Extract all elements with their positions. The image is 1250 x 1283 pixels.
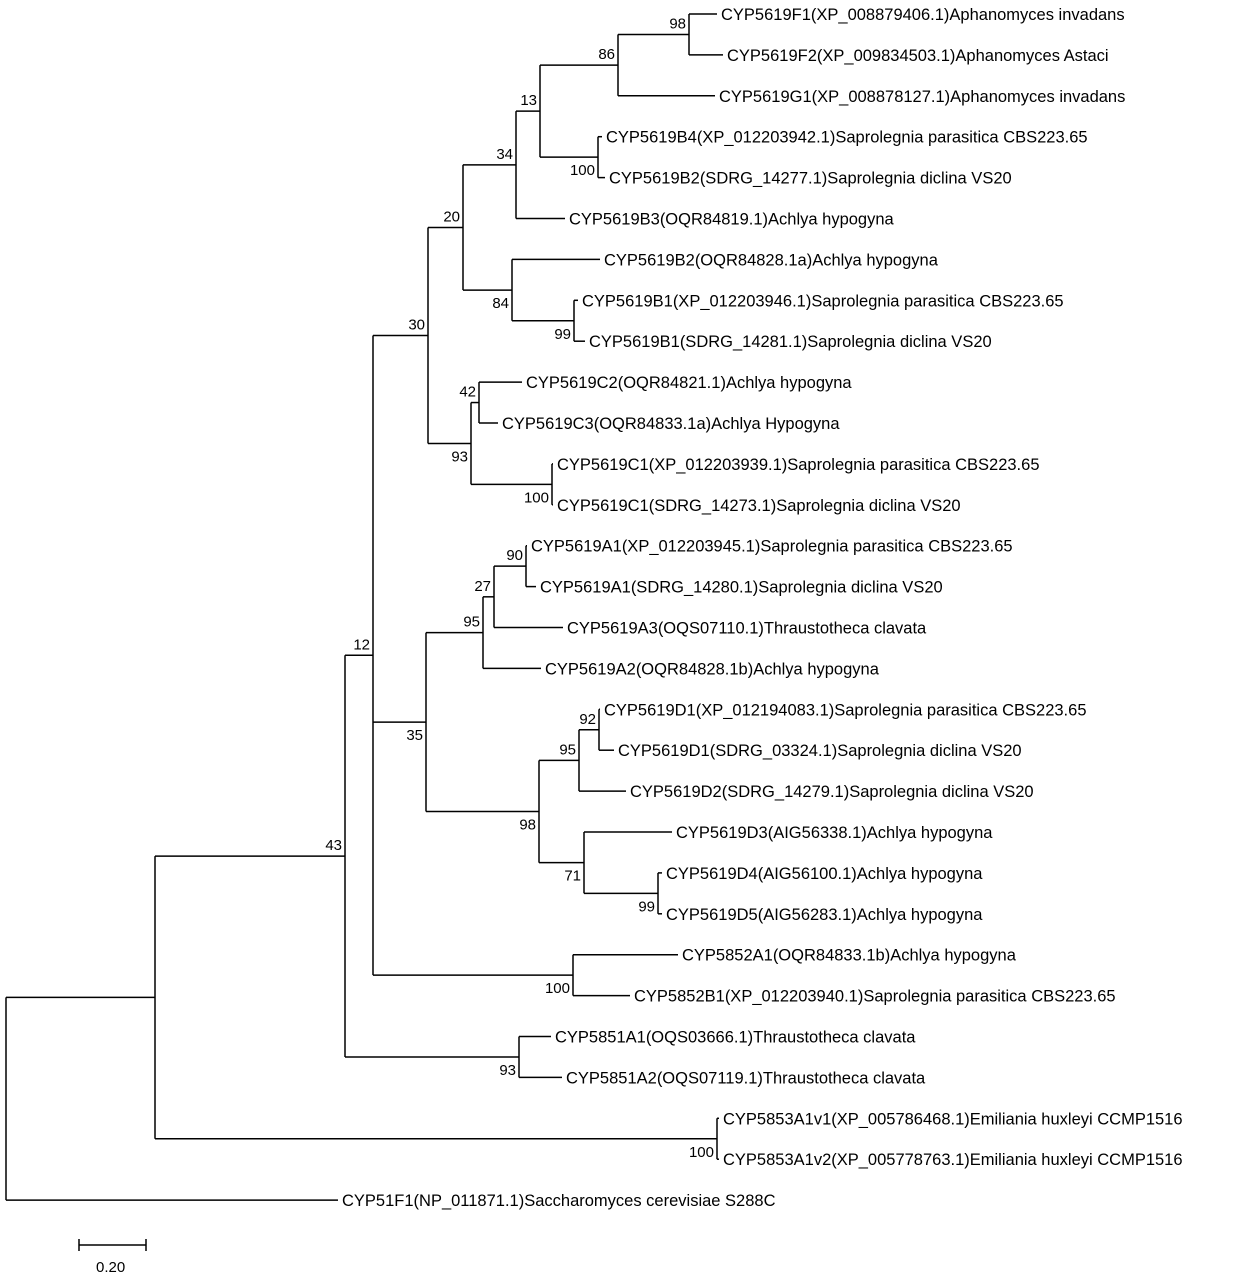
- leaf-label-b2a: CYP5619B2(OQR84828.1a)Achlya hypogyna: [604, 251, 939, 269]
- bootstrap-c5852: 100: [545, 980, 570, 997]
- bootstrap-d345: 71: [564, 868, 581, 885]
- leaf-label-d3: CYP5619D3(AIG56338.1)Achlya hypogyna: [676, 824, 993, 842]
- bootstrap-c5853: 100: [689, 1144, 714, 1161]
- leaf-label-d5: CYP5619D5(AIG56283.1)Achlya hypogyna: [666, 906, 983, 924]
- leaf-label-d2: CYP5619D2(SDRG_14279.1)Saprolegnia dicli…: [630, 783, 1034, 801]
- leaf-label-f2: CYP5619F2(XP_009834503.1)Aphanomyces Ast…: [727, 47, 1109, 65]
- bootstrap-fb: 13: [520, 92, 537, 109]
- bootstrap-agroup: 95: [463, 614, 480, 631]
- leaf-label-d1b: CYP5619D1(SDRG_03324.1)Saprolegnia dicli…: [618, 742, 1022, 760]
- leaf-label-b4: CYP5619B4(XP_012203942.1)Saprolegnia par…: [606, 129, 1088, 147]
- leaf-label-b3: CYP5619B3(OQR84819.1)Achlya hypogyna: [569, 211, 895, 229]
- leaf-label-f1: CYP5619F1(XP_008879406.1)Aphanomyces inv…: [721, 6, 1125, 24]
- leaf-label-b1b: CYP5619B1(SDRG_14281.1)Saprolegnia dicli…: [589, 333, 992, 351]
- bootstrap-values: 9886100133499842042100933090279592959971…: [325, 15, 714, 1160]
- tree-branches: [5, 13, 723, 1201]
- leaf-label-b5851: CYP5851A2(OQS07119.1)Thraustotheca clava…: [566, 1069, 926, 1087]
- bootstrap-c23: 42: [459, 384, 476, 401]
- bootstrap-dgroup: 98: [519, 817, 536, 834]
- leaf-label-d4: CYP5619D4(AIG56100.1)Achlya hypogyna: [666, 865, 983, 883]
- scale-bar: 0.20: [78, 1239, 147, 1276]
- leaf-label-g1: CYP5619G1(XP_008878127.1)Aphanomyces inv…: [719, 88, 1125, 106]
- bootstrap-bgroup: 34: [496, 146, 513, 163]
- bootstrap-d1: 92: [579, 711, 596, 728]
- leaf-label-v1: CYP5853A1v1(XP_005786468.1)Emiliania hux…: [723, 1110, 1183, 1128]
- leaf-label-s288c: CYP51F1(NP_011871.1)Saccharomyces cerevi…: [342, 1192, 776, 1210]
- leaf-label-b2: CYP5619B2(SDRG_14277.1)Saprolegnia dicli…: [609, 170, 1012, 188]
- bootstrap-c1: 100: [524, 489, 549, 506]
- bootstrap-fg: 86: [598, 46, 615, 63]
- leaf-label-a1b: CYP5619A1(SDRG_14280.1)Saprolegnia dicli…: [540, 579, 943, 597]
- bootstrap-main: 12: [353, 636, 370, 653]
- leaf-label-c2: CYP5619C2(OQR84821.1)Achlya hypogyna: [526, 374, 852, 392]
- leaf-label-c3: CYP5619C3(OQR84833.1a)Achlya Hypogyna: [502, 415, 840, 433]
- leaf-label-c1a: CYP5619C1(XP_012203939.1)Saprolegnia par…: [557, 456, 1040, 474]
- bootstrap-c5851: 93: [499, 1062, 516, 1079]
- leaf-label-b5852: CYP5852B1(XP_012203940.1)Saprolegnia par…: [634, 988, 1116, 1006]
- leaf-label-v2: CYP5853A1v2(XP_005778763.1)Emiliania hux…: [723, 1151, 1183, 1169]
- bootstrap-ad: 35: [406, 727, 423, 744]
- leaf-label-a5851: CYP5851A1(OQS03666.1)Thraustotheca clava…: [555, 1029, 916, 1047]
- bootstrap-bc: 30: [408, 316, 425, 333]
- leaf-label-a3: CYP5619A3(OQS07110.1)Thraustotheca clava…: [567, 620, 927, 638]
- leaf-label-c1b: CYP5619C1(SDRG_14273.1)Saprolegnia dicli…: [557, 497, 961, 515]
- bootstrap-d12: 95: [559, 741, 576, 758]
- leaf-label-a5852: CYP5852A1(OQR84833.1b)Achlya hypogyna: [682, 947, 1017, 965]
- leaf-labels: CYP5619F1(XP_008879406.1)Aphanomyces inv…: [342, 6, 1183, 1210]
- bootstrap-a13: 27: [474, 578, 491, 595]
- bootstrap-b1: 99: [554, 326, 571, 343]
- leaf-label-a1a: CYP5619A1(XP_012203945.1)Saprolegnia par…: [531, 538, 1013, 556]
- bootstrap-b4b2: 100: [570, 162, 595, 179]
- bootstrap-b2b1: 84: [492, 295, 509, 312]
- leaf-label-d1a: CYP5619D1(XP_012194083.1)Saprolegnia par…: [604, 701, 1087, 719]
- bootstrap-a1: 90: [506, 547, 523, 564]
- leaf-label-a2: CYP5619A2(OQR84828.1b)Achlya hypogyna: [545, 660, 880, 678]
- leaf-label-b1a: CYP5619B1(XP_012203946.1)Saprolegnia par…: [582, 292, 1064, 310]
- bootstrap-b3b1: 20: [443, 208, 460, 225]
- bootstrap-inner: 43: [325, 837, 342, 854]
- scale-bar-label: 0.20: [96, 1259, 125, 1276]
- bootstrap-f12: 98: [669, 15, 686, 32]
- bootstrap-d45: 99: [638, 898, 655, 915]
- bootstrap-cgroup: 93: [451, 448, 468, 465]
